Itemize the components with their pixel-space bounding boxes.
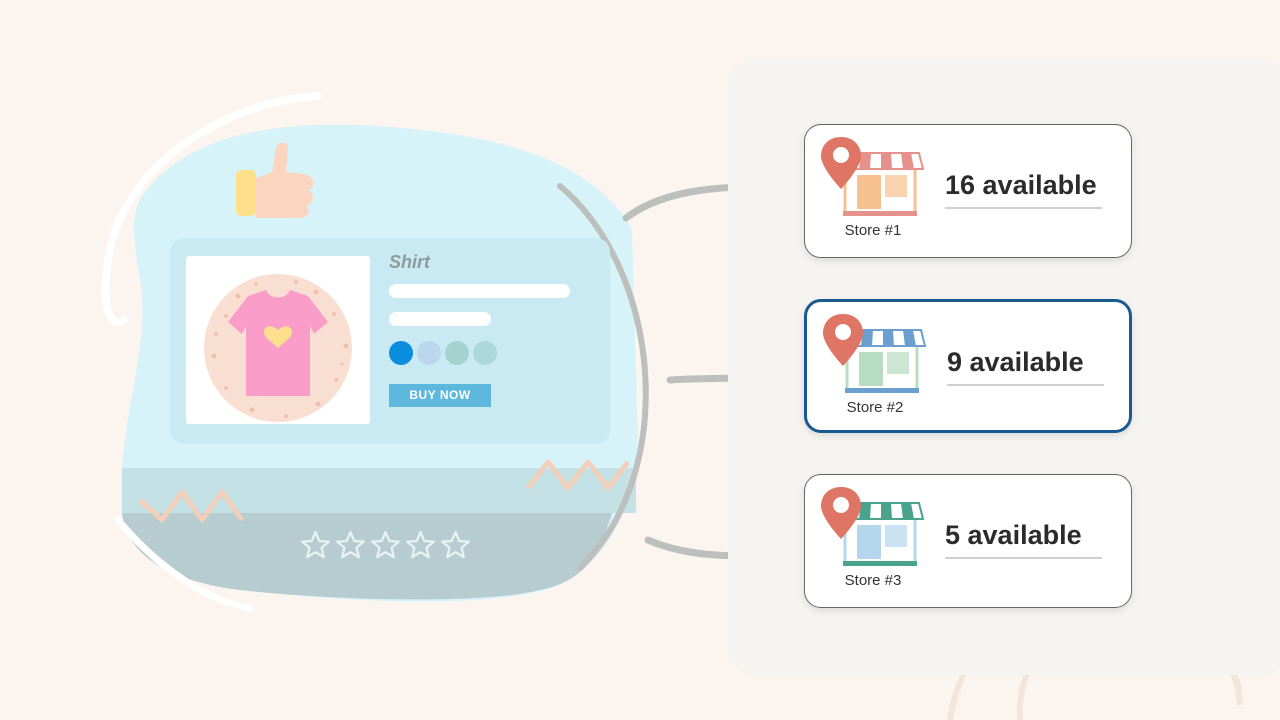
star-icon	[336, 531, 365, 559]
floor-band	[122, 513, 612, 600]
store-card-3[interactable]: Store #3 5 available	[804, 474, 1132, 608]
product-image	[186, 256, 370, 424]
store-availability: 16 available	[945, 170, 1097, 200]
store-availability: 5 available	[945, 520, 1082, 550]
store-location-icon	[821, 314, 931, 403]
buy-now-button[interactable]: BUY NOW	[389, 384, 491, 407]
color-swatch-1[interactable]	[389, 341, 413, 365]
zigzag-decoration	[526, 459, 630, 491]
thumbs-up-icon	[236, 142, 314, 218]
shelf-band	[122, 468, 636, 513]
white-swoosh	[101, 92, 322, 327]
availability-underline	[945, 207, 1102, 209]
store-name: Store #1	[844, 222, 902, 239]
star-icon	[301, 531, 330, 559]
star-icon	[441, 531, 470, 559]
store-location-icon	[819, 487, 929, 576]
description-line	[389, 284, 570, 298]
star-icon	[371, 531, 400, 559]
zigzag-decoration	[138, 489, 245, 523]
rating-stars	[300, 530, 471, 561]
white-swoosh	[114, 516, 254, 612]
grey-swoosh	[557, 183, 649, 571]
store-location-icon	[819, 137, 929, 226]
color-swatch-2[interactable]	[417, 341, 441, 365]
store-availability: 9 available	[947, 347, 1084, 377]
product-card: Shirt BUY NOW	[170, 238, 610, 444]
shirt-icon	[204, 274, 352, 422]
availability-underline	[945, 557, 1102, 559]
color-swatch-3[interactable]	[445, 341, 469, 365]
star-icon	[406, 531, 435, 559]
availability-underline	[947, 384, 1104, 386]
store-name: Store #3	[844, 572, 902, 589]
color-swatch-4[interactable]	[473, 341, 497, 365]
store-card-2[interactable]: Store #2 9 available	[804, 299, 1132, 433]
store-name: Store #2	[846, 399, 904, 416]
product-title: Shirt	[389, 252, 431, 272]
description-line	[389, 312, 491, 326]
store-card-1[interactable]: Store #1 16 available	[804, 124, 1132, 258]
